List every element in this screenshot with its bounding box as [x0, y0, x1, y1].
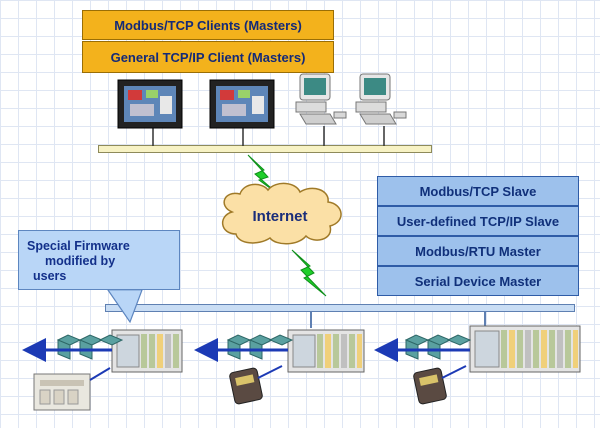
role-label: User-defined TCP/IP Slave	[396, 213, 560, 229]
callout-line-1: Special Firmware	[27, 239, 130, 253]
lightning-lower-icon	[291, 249, 327, 297]
top-drops	[152, 126, 385, 146]
role-user-defined-slave: User-defined TCP/IP Slave	[377, 206, 579, 236]
io-module-icon	[404, 334, 472, 360]
general-tcpip-client-label: General TCP/IP Client (Masters)	[110, 49, 306, 65]
role-modbus-tcp-slave: Modbus/TCP Slave	[377, 176, 579, 206]
role-label: Serial Device Master	[414, 273, 542, 289]
role-label: Modbus/RTU Master	[415, 243, 541, 259]
controller-rack-icon	[287, 329, 365, 373]
callout-line-2: modified by	[45, 254, 116, 268]
bottom-ethernet-bus	[105, 304, 575, 312]
io-module-icon	[226, 334, 294, 360]
card-reader-icon	[413, 367, 447, 405]
desktop-computer-icon	[355, 73, 407, 125]
top-ethernet-bus	[98, 145, 432, 153]
role-label: Modbus/TCP Slave	[419, 183, 537, 199]
plc-icon	[33, 373, 91, 411]
firmware-callout: Special Firmware modified by users	[18, 230, 180, 290]
hmi-touch-panel-icon	[117, 79, 183, 129]
internet-cloud-icon	[222, 182, 342, 245]
role-serial-device-master: Serial Device Master	[377, 266, 579, 296]
modbus-tcp-clients-label: Modbus/TCP Clients (Masters)	[114, 17, 302, 33]
general-tcpip-client-box: General TCP/IP Client (Masters)	[82, 41, 334, 73]
modbus-tcp-clients-box: Modbus/TCP Clients (Masters)	[82, 10, 334, 40]
hmi-touch-panel-icon	[209, 79, 275, 129]
card-reader-icon	[229, 367, 263, 405]
controller-rack-icon	[111, 329, 183, 373]
controller-rack-icon	[469, 325, 581, 373]
desktop-computer-icon	[295, 73, 347, 125]
role-modbus-rtu-master: Modbus/RTU Master	[377, 236, 579, 266]
callout-pointer	[106, 289, 143, 324]
callout-line-3: users	[33, 269, 67, 283]
internet-label: Internet	[252, 208, 308, 225]
